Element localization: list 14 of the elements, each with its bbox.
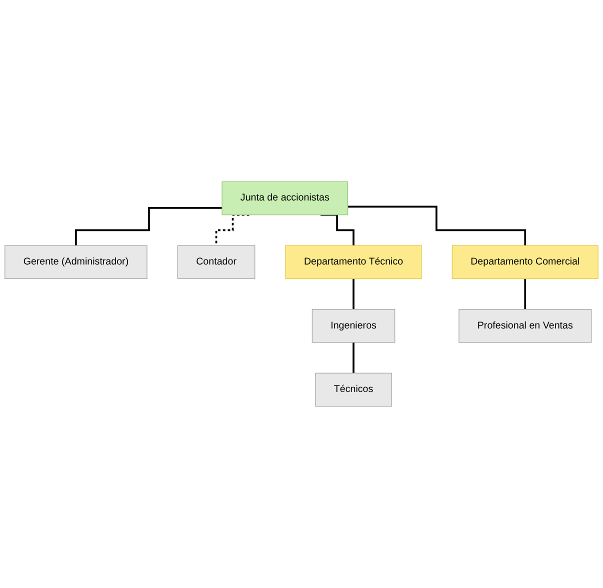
node-box: Profesional en Ventas bbox=[458, 309, 592, 343]
connector bbox=[320, 214, 354, 246]
node-box: Técnicos bbox=[315, 372, 392, 407]
connector bbox=[348, 206, 526, 246]
connector bbox=[524, 278, 526, 310]
connector bbox=[352, 278, 354, 310]
node-box: Gerente (Administrador) bbox=[4, 245, 148, 279]
node-box: Junta de accionistas bbox=[222, 181, 348, 216]
node-box: Ingenieros bbox=[312, 309, 396, 343]
connector bbox=[75, 206, 222, 246]
node-box: Contador bbox=[177, 245, 256, 279]
node-box: Departamento Comercial bbox=[452, 245, 598, 279]
connector bbox=[352, 342, 354, 374]
node-box: Departamento Técnico bbox=[285, 245, 422, 279]
